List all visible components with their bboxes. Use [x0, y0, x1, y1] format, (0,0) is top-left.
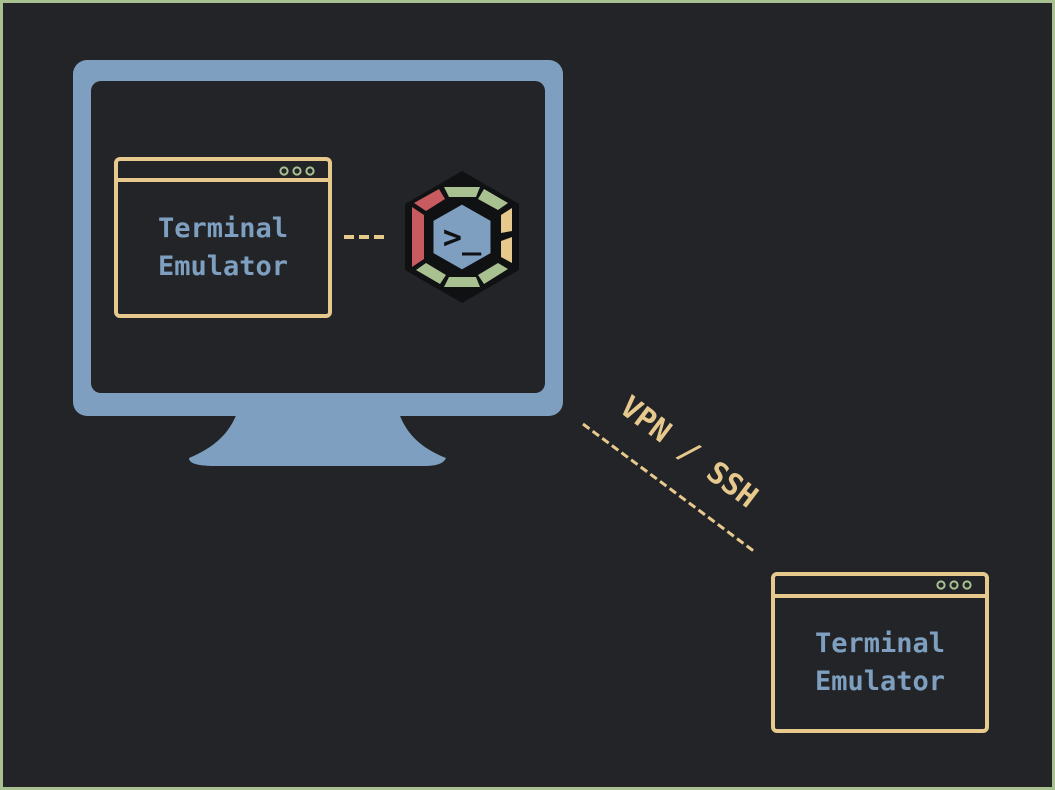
logo-segment-green-bottom — [444, 277, 480, 287]
window-dot-icon — [962, 580, 972, 590]
logo-segment-red-top — [414, 189, 445, 211]
window-frame — [114, 157, 332, 318]
window-dot-icon — [279, 166, 289, 176]
logo-prompt-glyph: >_ — [443, 218, 482, 256]
connection-label: VPN / SSH — [613, 389, 764, 515]
local-terminal-label-line1: Terminal — [158, 213, 288, 244]
window-dot-icon — [936, 580, 946, 590]
remote-terminal-label-line2: Emulator — [815, 666, 945, 697]
monitor-stand — [189, 403, 446, 466]
logo-segment-green-br — [478, 263, 508, 284]
logo-segment-green-bl — [416, 263, 446, 284]
local-terminal-window: Terminal Emulator — [114, 157, 332, 318]
window-dot-icon — [292, 166, 302, 176]
logo-segment-red — [412, 207, 424, 267]
logo-segment-green-tr — [478, 189, 508, 210]
diagram-svg: Terminal Emulator >_ VPN / SSH — [73, 60, 989, 733]
window-dot-icon — [949, 580, 959, 590]
remote-terminal-window: Terminal Emulator — [771, 572, 989, 733]
window-dot-icon — [305, 166, 315, 176]
terminal-prompt-hexagon-icon: >_ — [405, 171, 519, 303]
logo-segment-yellow-r2 — [501, 237, 512, 263]
logo-inner-hexagon — [430, 201, 494, 273]
window-frame — [771, 572, 989, 733]
local-terminal-label-line2: Emulator — [158, 251, 288, 282]
remote-terminal-label-line1: Terminal — [815, 628, 945, 659]
logo-segment-yellow-r1 — [501, 208, 512, 233]
logo-segment-green-top — [444, 187, 480, 197]
